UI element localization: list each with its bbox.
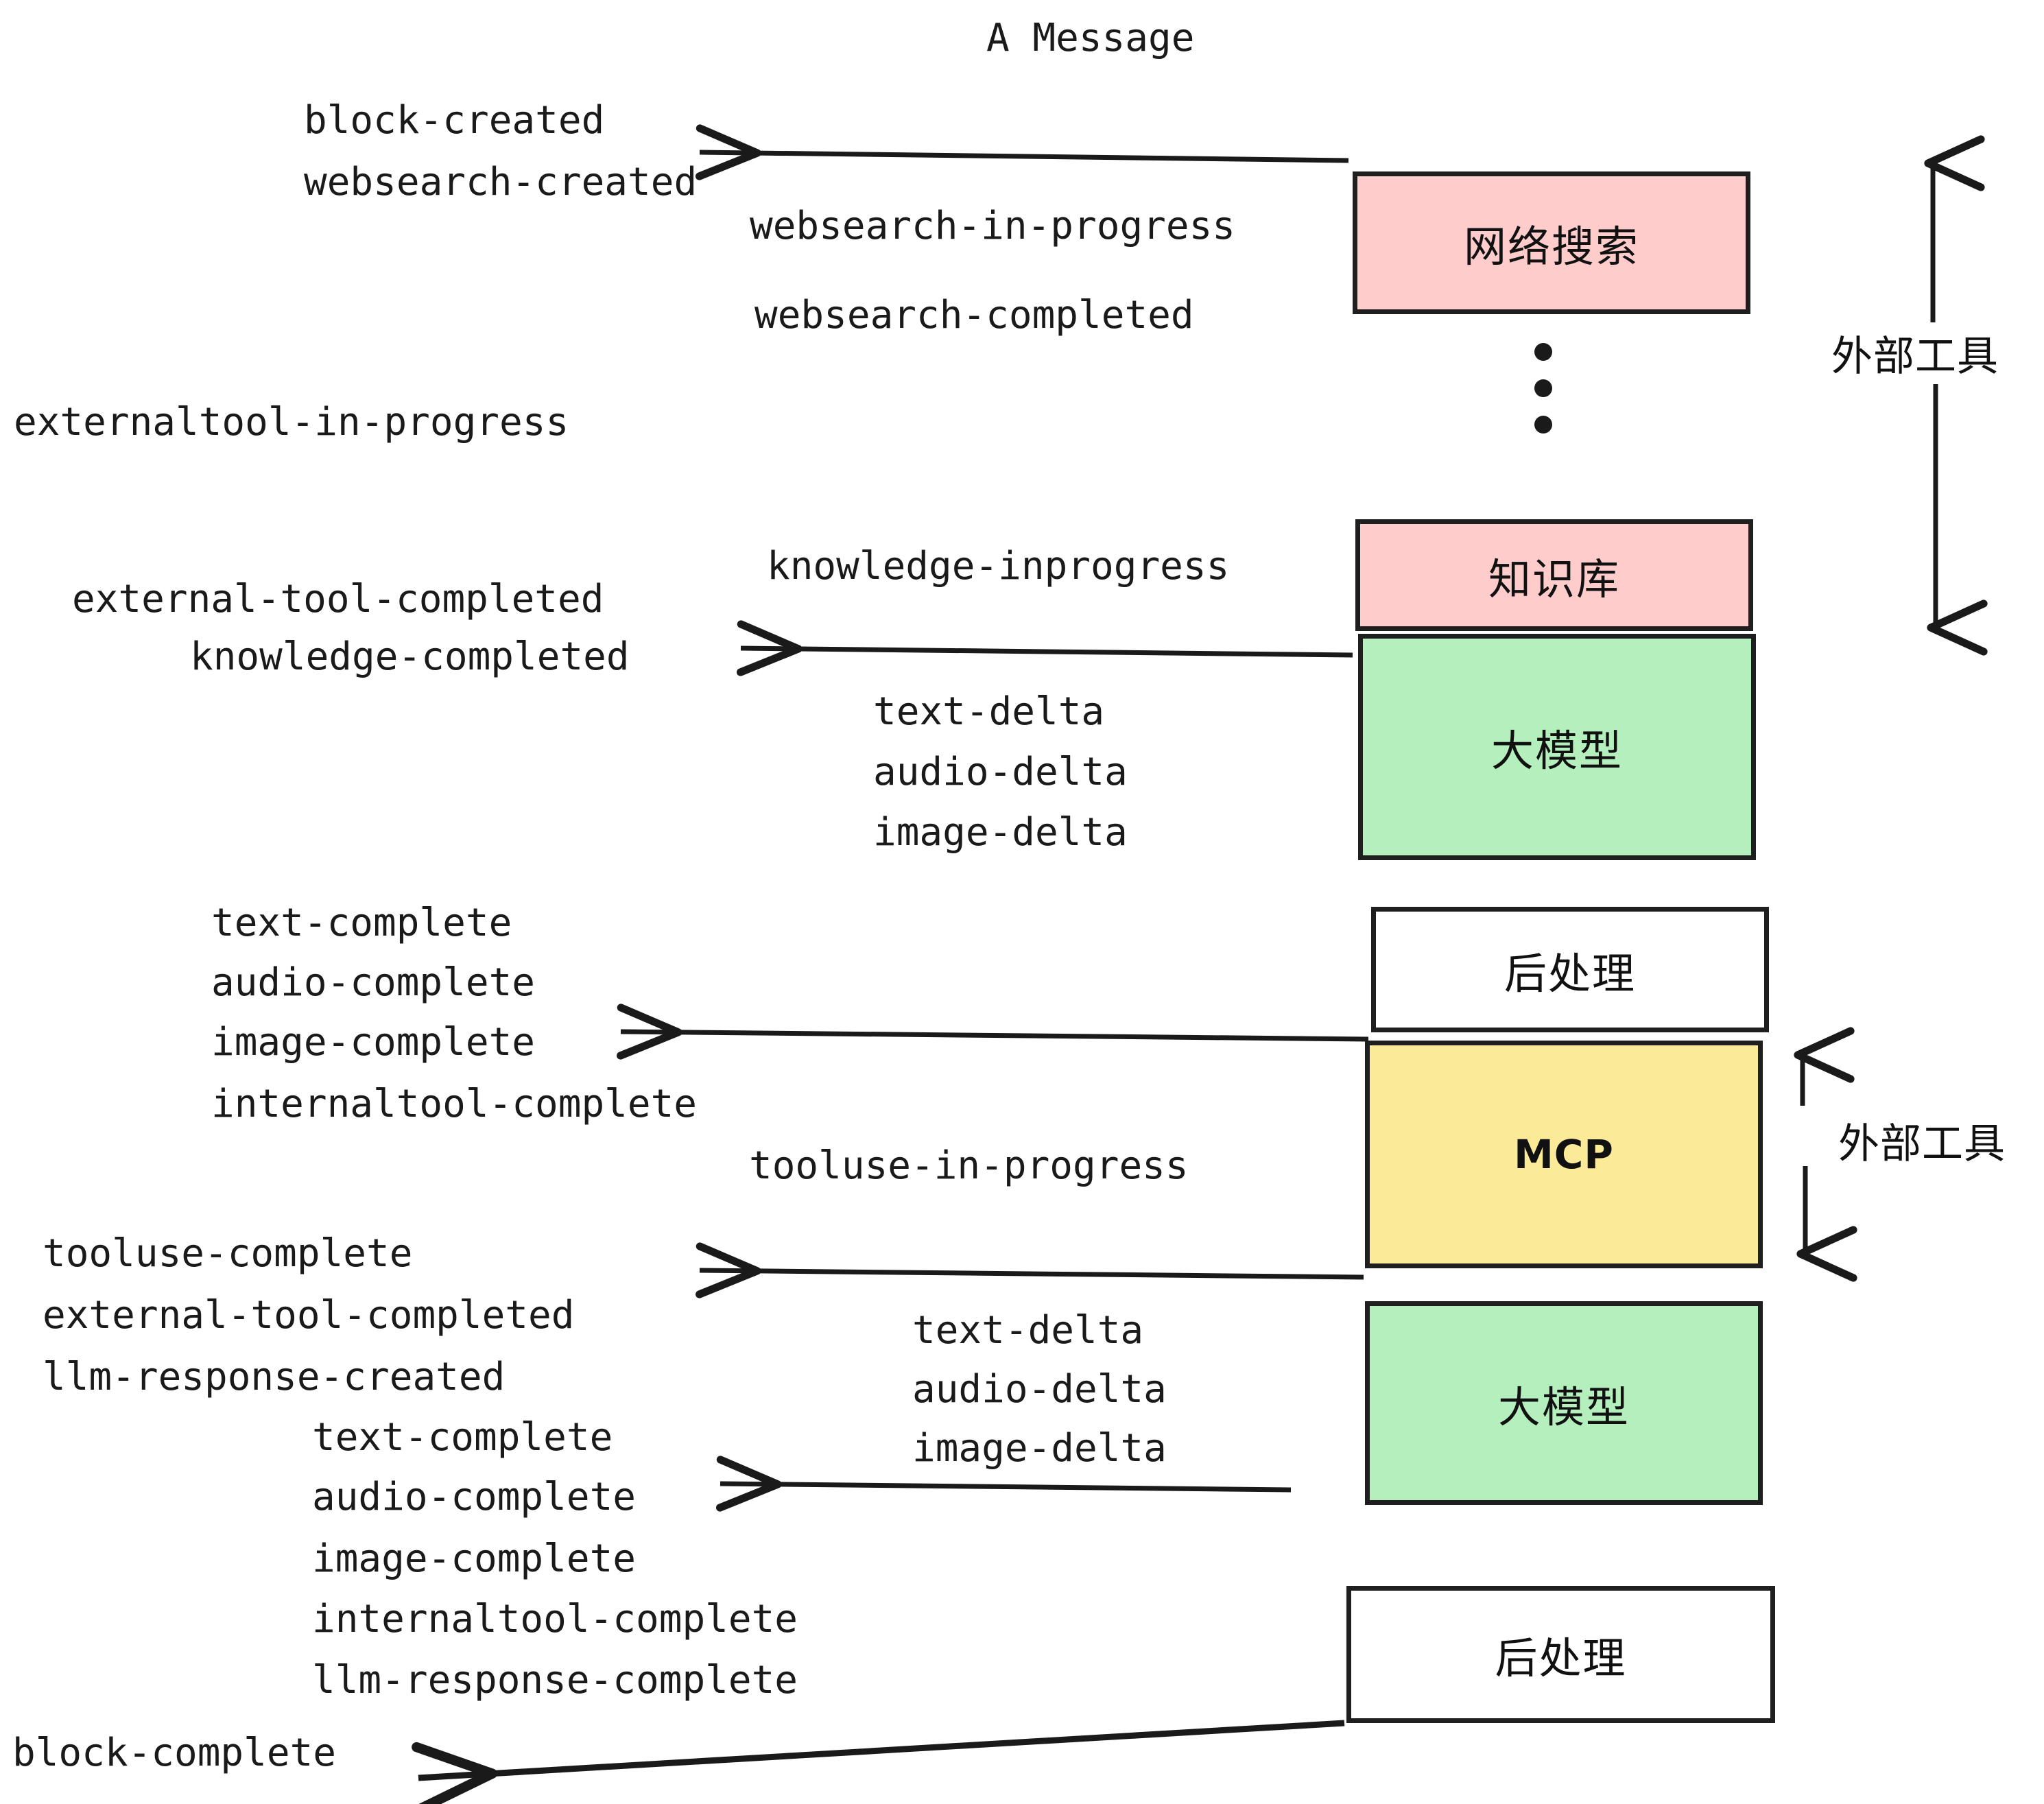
box-llm-1: 大模型 [1358,634,1756,860]
event-tooluse-in-progress: tooluse-in-progress [749,1143,1189,1188]
ellipsis-dot-2 [1534,379,1552,397]
page-title: A Message [986,16,1195,60]
event-llm-response-complete: llm-response-complete [312,1658,798,1702]
event-image-complete-2: image-complete [312,1536,637,1581]
event-image-delta-2: image-delta [912,1426,1167,1471]
box-postprocess-1: 后处理 [1371,907,1769,1032]
event-tooluse-complete: tooluse-complete [43,1231,413,1276]
box-postprocess-2: 后处理 [1346,1586,1775,1723]
event-externaltool-in-progress: externaltool-in-progress [14,400,569,444]
event-audio-delta-2: audio-delta [912,1367,1167,1412]
arrow-tooluse-complete [696,1242,1364,1298]
arrow-audio-complete-2 [716,1456,1292,1512]
box-mcp: MCP [1365,1041,1763,1268]
event-audio-complete-1: audio-complete [211,960,536,1005]
ellipsis-dot-3 [1534,416,1552,434]
ellipsis-dot-1 [1534,343,1552,361]
side-label-external-tools-top: 外部工具 [1831,333,1999,381]
event-text-delta-2: text-delta [912,1308,1144,1353]
box-label-postprocess-1: 后处理 [1504,948,1636,999]
event-external-tool-completed-1: external-tool-completed [72,577,604,621]
event-text-delta-1: text-delta [873,689,1105,734]
box-label-mcp: MCP [1514,1131,1614,1178]
event-audio-delta-1: audio-delta [873,750,1128,794]
event-text-complete-2: text-complete [312,1415,613,1460]
box-label-knowledge: 知识库 [1488,554,1620,604]
box-label-postprocess-2: 后处理 [1495,1633,1627,1683]
box-label-llm-2: 大模型 [1497,1381,1630,1432]
event-image-complete-1: image-complete [211,1020,536,1065]
event-websearch-created: websearch-created [304,160,698,204]
box-websearch: 网络搜索 [1353,171,1750,314]
event-websearch-in-progress: websearch-in-progress [750,204,1236,248]
event-knowledge-completed: knowledge-completed [190,634,630,679]
event-knowledge-inprogress: knowledge-inprogress [767,544,1230,589]
event-block-complete: block-complete [12,1731,337,1775]
event-llm-response-created: llm-response-created [43,1355,506,1399]
event-image-delta-1: image-delta [873,810,1128,855]
event-internaltool-complete-1: internaltool-complete [211,1082,698,1126]
event-text-complete-1: text-complete [211,901,512,945]
event-audio-complete-2: audio-complete [312,1475,637,1519]
arrow-knowledge-completed [737,620,1353,676]
arrow-block-created [695,124,1349,180]
box-label-websearch: 网络搜索 [1463,222,1639,272]
event-websearch-completed: websearch-completed [754,293,1194,337]
arrow-image-complete-1 [617,1004,1369,1060]
box-llm-2: 大模型 [1365,1301,1763,1505]
event-block-created: block-created [304,98,605,143]
event-internaltool-complete-2: internaltool-complete [312,1597,798,1641]
side-label-external-tools-bottom: 外部工具 [1838,1120,2006,1168]
box-label-llm-1: 大模型 [1490,726,1623,776]
box-knowledge: 知识库 [1355,519,1753,631]
arrow-block-complete [412,1720,1345,1804]
event-external-tool-completed-2: external-tool-completed [43,1293,575,1338]
